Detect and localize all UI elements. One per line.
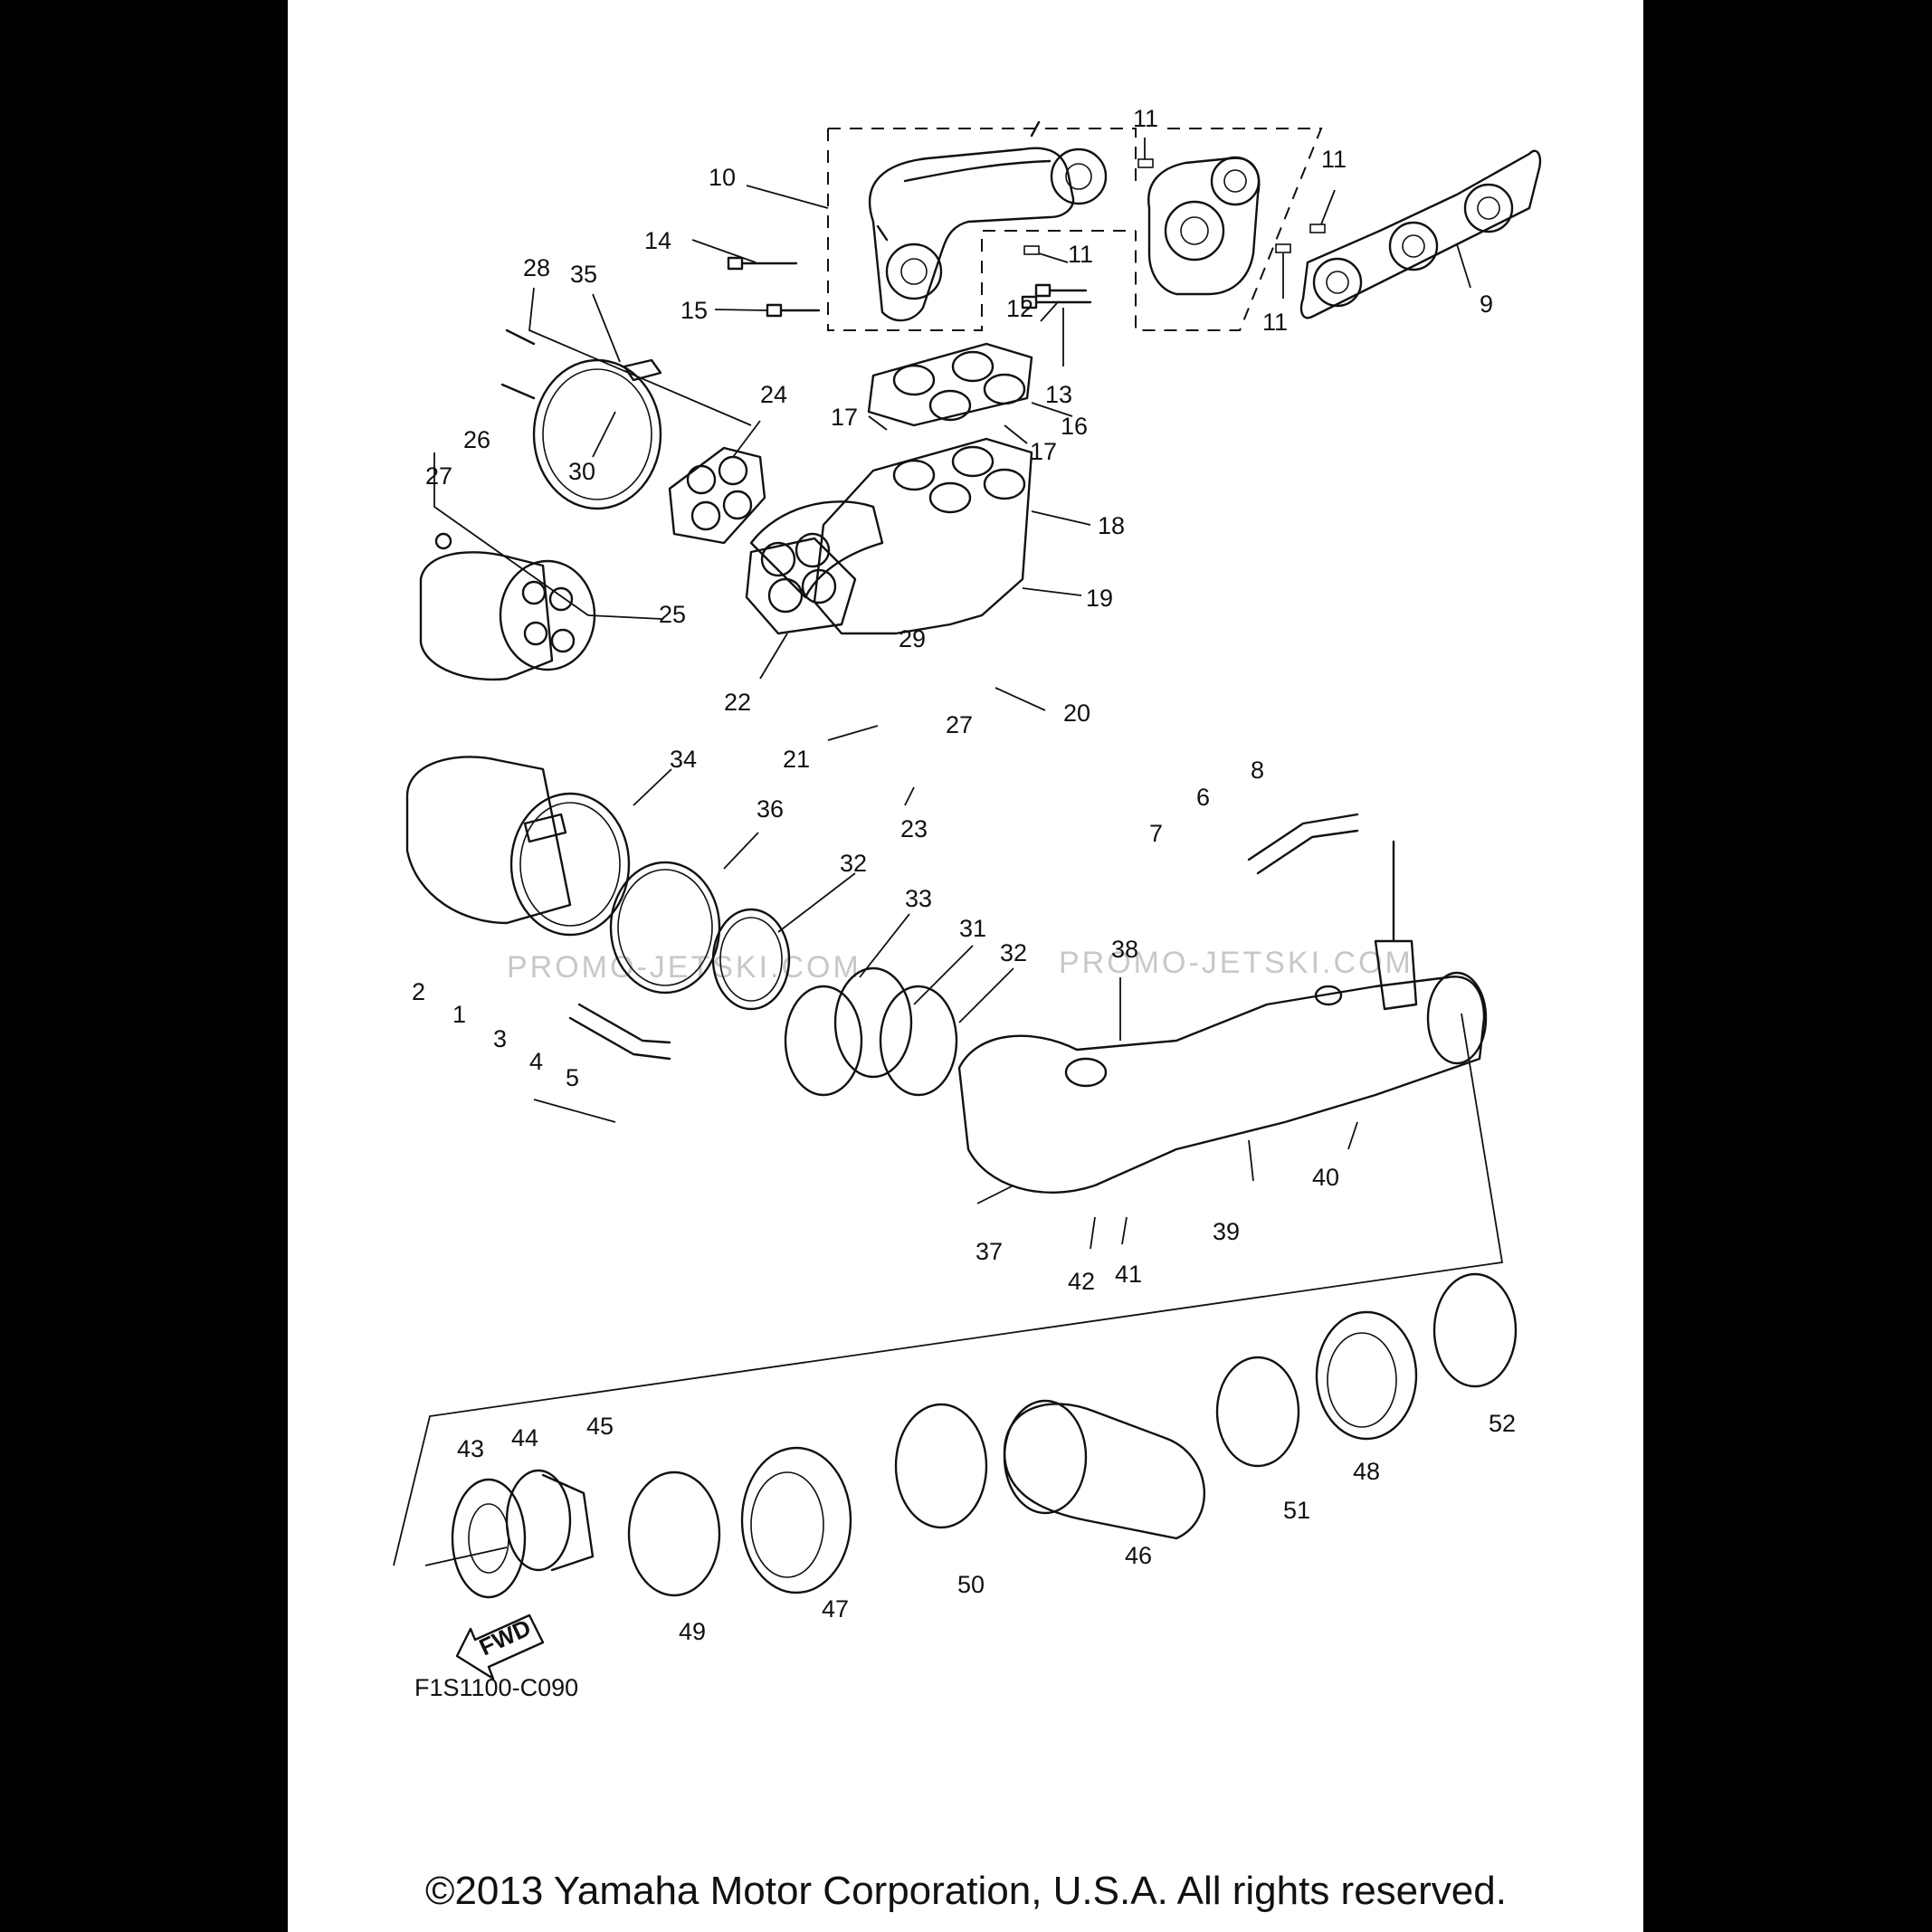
- water-lock: [405, 756, 631, 937]
- callout-19: 19: [1086, 585, 1113, 612]
- callout-8: 8: [1251, 757, 1264, 784]
- callout-49: 49: [679, 1618, 706, 1645]
- callout-39: 39: [1213, 1218, 1240, 1245]
- callout-43: 43: [457, 1435, 484, 1462]
- callout-30: 30: [568, 458, 595, 485]
- joint-47: [740, 1446, 852, 1594]
- callout-7: 7: [1149, 820, 1163, 847]
- clamp-51: [1215, 1356, 1300, 1468]
- callout-10: 10: [709, 164, 736, 191]
- callout-31: 31: [959, 915, 986, 942]
- callout-13: 13: [1045, 381, 1072, 408]
- callout-23: 23: [900, 815, 928, 842]
- callout-45: 45: [586, 1413, 614, 1440]
- clamp-49: [627, 1470, 721, 1597]
- band-clamp-35: [532, 358, 662, 510]
- callout-1: 1: [452, 1001, 466, 1028]
- assembly-boundary: [393, 1013, 1504, 1566]
- clamp-52: [1432, 1272, 1518, 1388]
- studs: [500, 328, 536, 400]
- callout-50: 50: [957, 1571, 985, 1598]
- callout-3: 3: [493, 1025, 507, 1052]
- callout-32b: 32: [1000, 939, 1027, 966]
- callout-32a: 32: [840, 850, 867, 877]
- callout-11c: 11: [1068, 241, 1093, 268]
- callout-16: 16: [1061, 413, 1088, 440]
- callout-42: 42: [1068, 1268, 1095, 1295]
- callout-38: 38: [1111, 936, 1138, 963]
- watermark-left: PROMO-JETSKI.COM: [507, 950, 861, 985]
- callout-11d: 11: [1262, 309, 1288, 336]
- pipe-46: [1003, 1399, 1205, 1540]
- leader-lines: [424, 138, 1471, 1566]
- callouts: 1 2 3 4 5 6 7 8 9 10 11 11 11 11 12 13 1…: [412, 105, 1516, 1645]
- manifold-gasket: [1299, 149, 1542, 319]
- manifold-bolts: [727, 256, 1092, 318]
- gasket-32: [711, 908, 791, 1011]
- callout-25: 25: [659, 601, 686, 628]
- callout-48: 48: [1353, 1458, 1380, 1485]
- diagram-code: F1S1100-C090: [414, 1674, 579, 1701]
- callout-46: 46: [1125, 1542, 1152, 1569]
- callout-18: 18: [1098, 512, 1125, 539]
- callout-51: 51: [1283, 1497, 1310, 1524]
- fwd-arrow: FWD: [455, 1613, 545, 1680]
- callout-29: 29: [899, 625, 926, 652]
- callout-28: 28: [523, 254, 550, 281]
- exhaust-plate: [668, 446, 766, 545]
- callout-36: 36: [757, 795, 784, 823]
- copyright-notice: ©2013 Yamaha Motor Corporation, U.S.A. A…: [425, 1869, 1507, 1913]
- fwd-label: FWD: [475, 1613, 535, 1661]
- callout-11a: 11: [1133, 105, 1158, 132]
- callout-34: 34: [670, 746, 697, 773]
- callout-27b: 27: [946, 711, 973, 738]
- callout-15: 15: [680, 297, 708, 324]
- callout-21: 21: [783, 746, 810, 773]
- muffler: [419, 532, 596, 681]
- callout-24: 24: [760, 381, 787, 408]
- exhaust-pipe: [957, 840, 1488, 1194]
- callout-9: 9: [1480, 290, 1493, 318]
- callout-11b: 11: [1321, 146, 1347, 173]
- hoses: [568, 813, 1359, 1061]
- callout-17b: 17: [1030, 438, 1057, 465]
- callout-35: 35: [570, 261, 597, 288]
- callout-14: 14: [644, 227, 671, 254]
- callout-20: 20: [1063, 700, 1090, 727]
- clamp-50: [894, 1403, 988, 1529]
- exhaust-manifold-right: [1147, 156, 1261, 296]
- callout-12: 12: [1006, 295, 1033, 322]
- callout-22: 22: [724, 689, 751, 716]
- callout-5: 5: [566, 1064, 579, 1091]
- callout-52: 52: [1489, 1410, 1516, 1437]
- callout-37: 37: [976, 1238, 1003, 1265]
- exhaust-manifold: [827, 120, 1323, 331]
- exhaust-chamber-gasket: [867, 342, 1033, 427]
- diagram-sheet: [288, 0, 1643, 1932]
- callout-2: 2: [412, 978, 425, 1005]
- callout-17a: 17: [831, 404, 858, 431]
- callout-41: 41: [1115, 1261, 1142, 1288]
- callout-44: 44: [511, 1424, 538, 1451]
- callout-47: 47: [822, 1595, 849, 1623]
- clamp-36: [609, 861, 721, 995]
- watermark-right: PROMO-JETSKI.COM: [1059, 946, 1413, 980]
- dowel-pins: [1023, 158, 1326, 255]
- callout-6: 6: [1196, 784, 1210, 811]
- callout-40: 40: [1312, 1164, 1339, 1191]
- callout-26: 26: [463, 426, 490, 453]
- callout-27a: 27: [425, 462, 452, 490]
- joint-48: [1315, 1310, 1418, 1441]
- rubber-joint: [784, 966, 958, 1097]
- exhaust-outlet: [451, 1469, 595, 1599]
- callout-4: 4: [529, 1048, 543, 1075]
- callout-33: 33: [905, 885, 932, 912]
- exhaust-elbow: [745, 437, 1033, 635]
